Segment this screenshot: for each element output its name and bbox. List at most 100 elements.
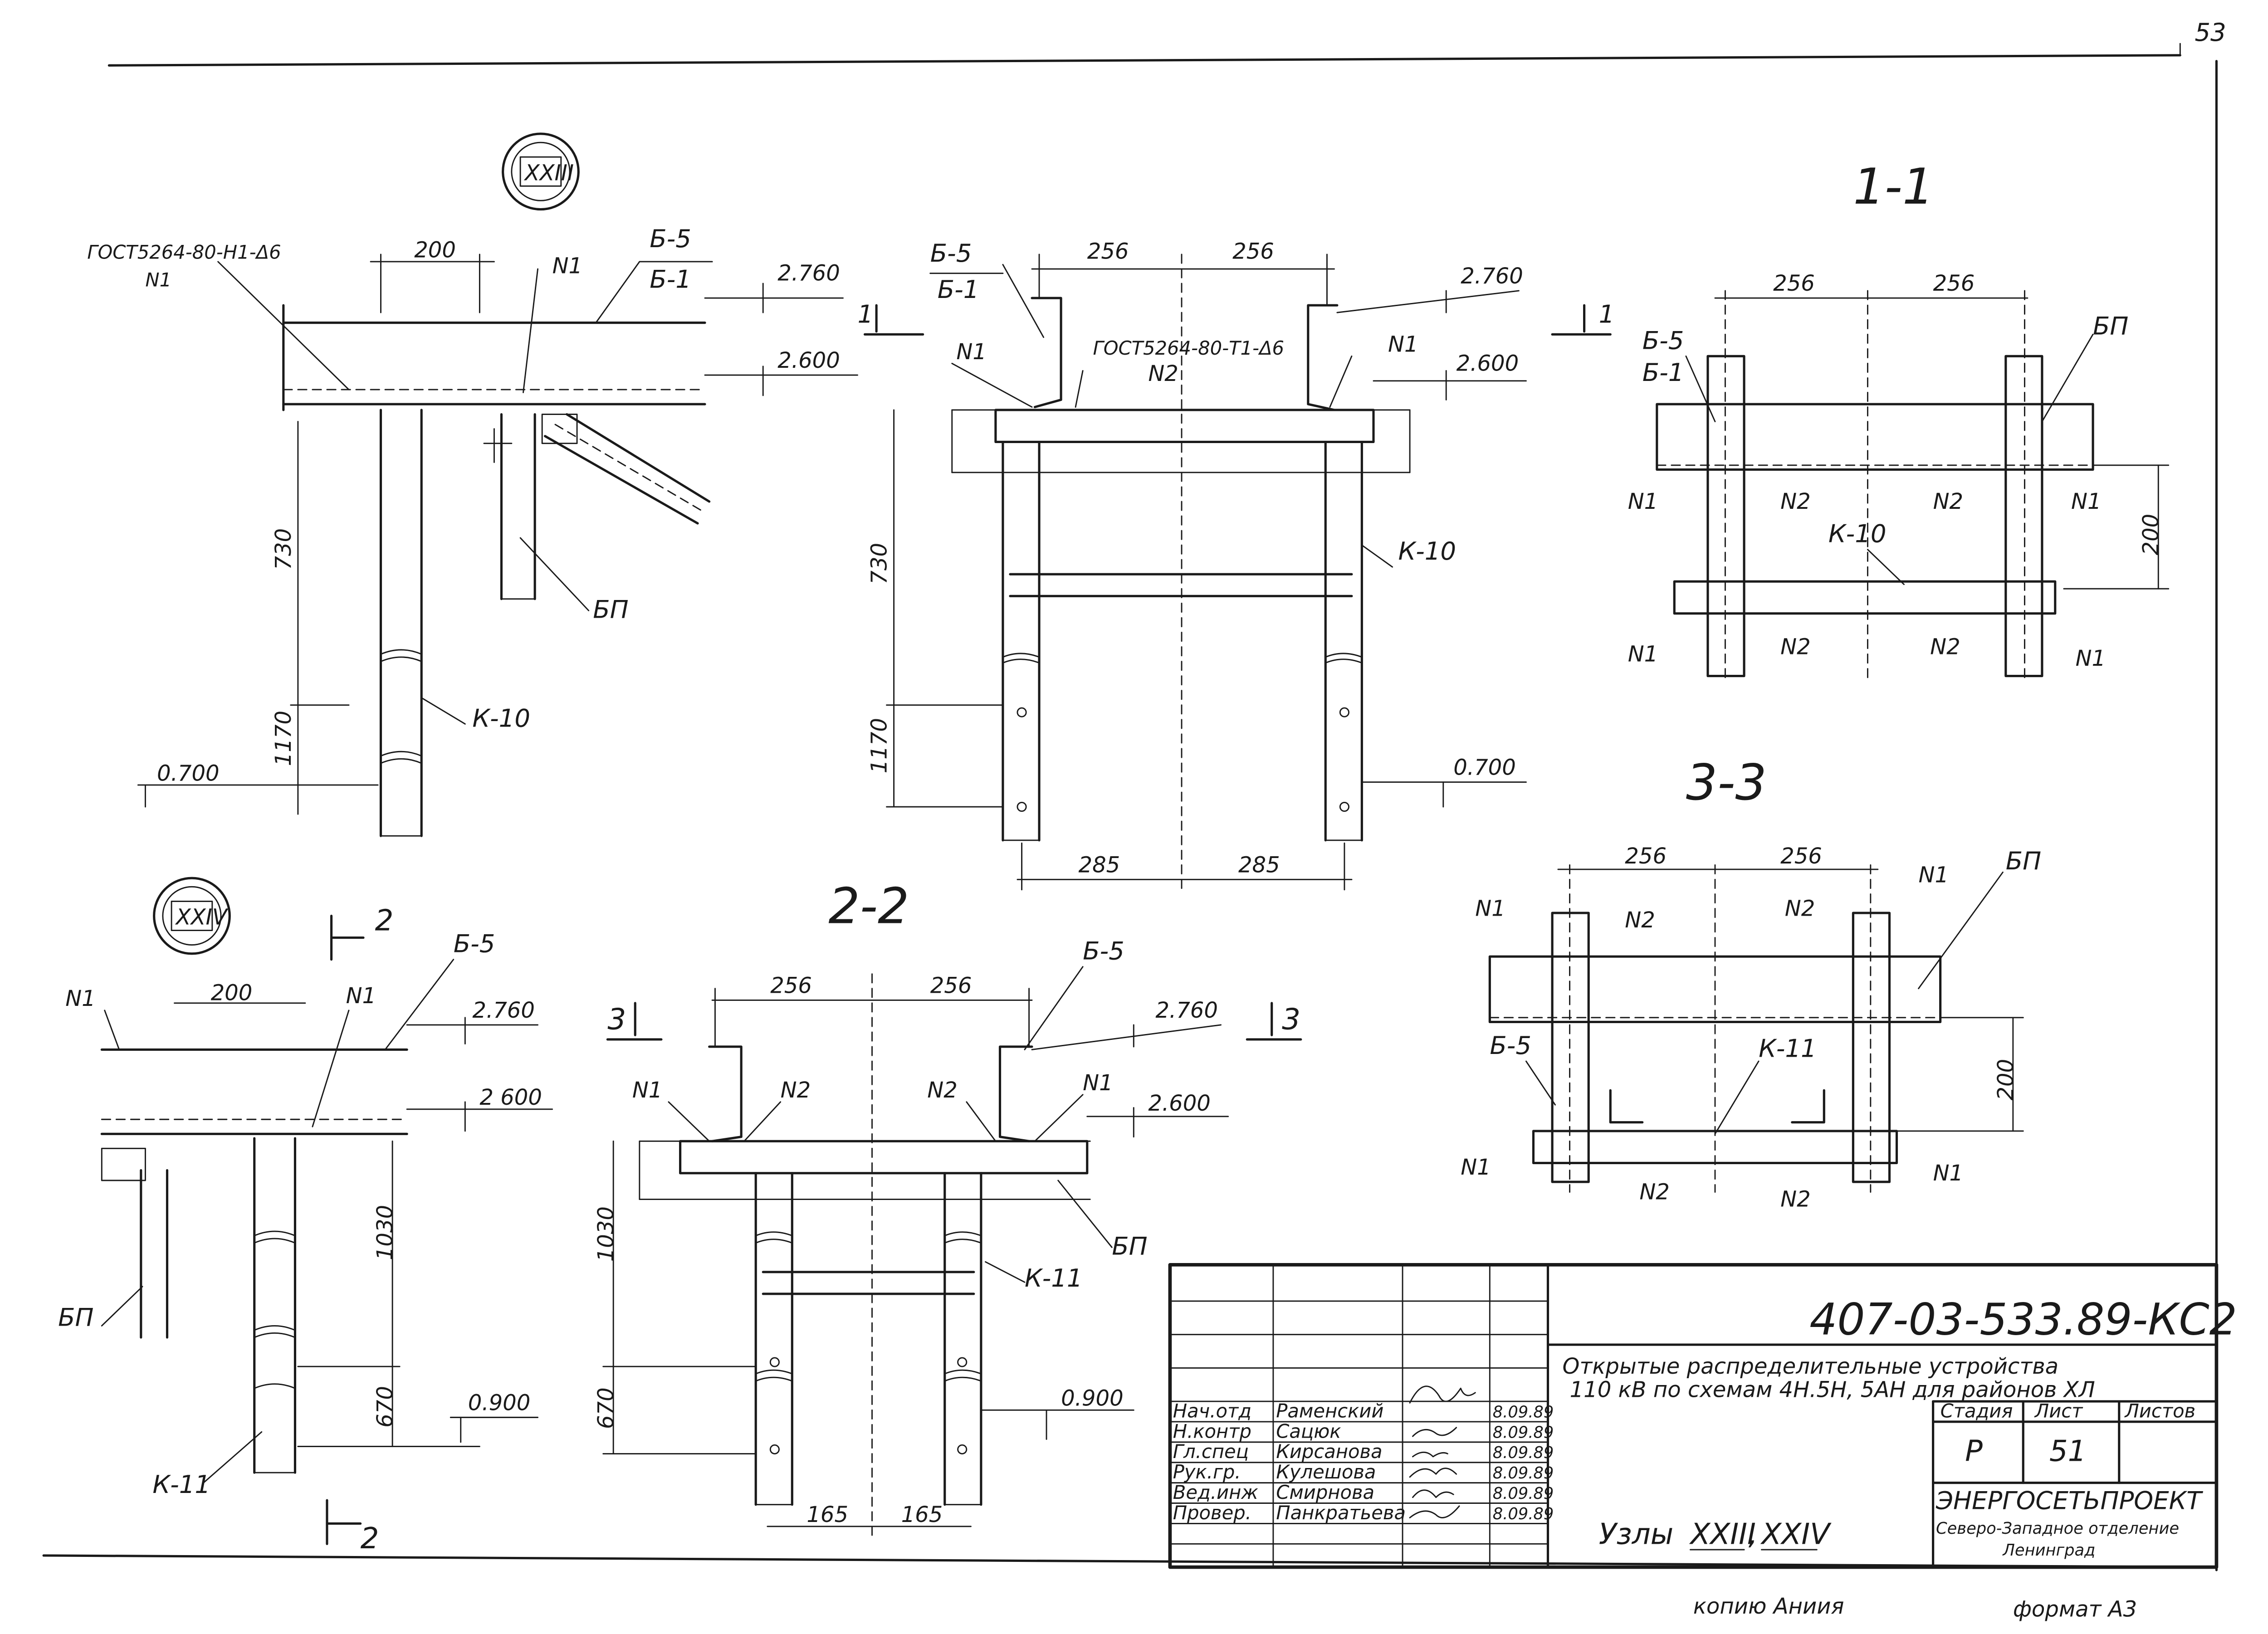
n2-plan1-a: N2 [1780,489,1811,514]
sig-name: Кулешова [1276,1461,1376,1483]
sheet-title-node-1: XXIII [1689,1517,1755,1551]
n1-plan1-b: N1 [2071,489,2102,514]
sig-date: 8.09.89 [1493,1464,1554,1483]
sig-role: Провер. [1173,1502,1251,1524]
dim-200-plan3: 200 [1993,1059,2019,1101]
b5-label-front: Б-5 [930,239,972,268]
signature-rows: Нач.отд Раменский 8.09.89 Н.контр Сацюк … [1173,1400,1554,1523]
sig-name: Панкратьева [1276,1502,1406,1524]
sig-date: 8.09.89 [1493,1403,1554,1421]
n2-plan1-c: N2 [1780,634,1811,659]
sheets-header: Листов [2124,1400,2196,1422]
section-1-1-title: 1-1 [1853,158,1934,215]
b5-label-s22: Б-5 [1083,937,1124,966]
cut-3-right: 3 [1282,1003,1300,1036]
n1-plan1-d: N1 [2076,646,2106,671]
dim-165-a: 165 [807,1502,848,1527]
n2-plan1-d: N2 [1930,634,1960,659]
n1-plan3-a: N1 [1475,896,1505,921]
n1-plan1-a: N1 [1628,489,1658,514]
elev-0700-front: 0.700 [1453,755,1516,780]
bp-label-s22: БП [1112,1231,1147,1260]
section-2-2-title: 2-2 [828,877,909,935]
dim-256-plan3-b: 256 [1780,844,1822,869]
n2-plan3-d: N2 [1780,1187,1811,1212]
b5-label-xxiv: Б-5 [454,929,495,958]
elev-2600-xxiii: 2.600 [777,348,840,373]
bp-label-xxiv: БП [58,1302,93,1332]
node-xxiv-badge: XXIV [175,905,229,930]
node-xxiii-view: XXIII 200 730 1170 2.760 [87,132,858,837]
dim-256-a: 256 [1087,239,1129,264]
bp-label-xxiii: БП [593,595,628,624]
dim-1170-xxiii: 1170 [271,711,296,766]
dim-165-b: 165 [901,1502,943,1527]
elev-2600-xxiv: 2 600 [479,1085,542,1110]
dim-256-plan1-a: 256 [1773,271,1815,296]
sig-role: Гл.спец [1173,1440,1249,1463]
sig-date: 8.09.89 [1493,1444,1554,1462]
section-3-3-title: 3-3 [1686,754,1767,811]
k10-label-plan1: К-10 [1828,519,1887,548]
b5-label-plan3: Б-5 [1490,1031,1531,1060]
elev-2760-front: 2.760 [1461,263,1523,289]
n1-plan1-c: N1 [1628,642,1658,667]
n2-s22-b: N2 [927,1078,958,1103]
k10-label-xxiii: К-10 [472,704,530,733]
sig-role: Вед.инж [1173,1481,1259,1503]
org-division: Северо-Западное отделение [1936,1519,2179,1538]
cut-2-top: 2 [375,904,394,938]
n1-label-front-b: N1 [1388,332,1418,357]
elev-2600-front: 2.600 [1457,351,1519,376]
elev-2760-xxiii: 2.760 [777,261,840,286]
sheet-title-node-2: XXIV [1760,1517,1832,1551]
dim-1030-s22: 1030 [593,1206,619,1262]
k10-label-front: К-10 [1398,537,1456,566]
dim-200-xxiv: 200 [211,980,253,1005]
elev-0900-s22: 0.900 [1061,1386,1124,1411]
b1-label-xxiii: Б-1 [650,265,691,294]
dim-256-plan1-b: 256 [1933,271,1975,296]
org-city: Ленинград [2002,1541,2095,1560]
sig-date: 8.09.89 [1493,1505,1554,1523]
dim-1170-front: 1170 [867,718,892,773]
sheet-title-sep: , [1749,1517,1758,1551]
sig-date: 8.09.89 [1493,1423,1554,1442]
stage-header: Стадия [1941,1400,2013,1422]
bp-label-plan3: БП [2006,846,2041,875]
dim-1030-xxiv: 1030 [372,1205,398,1260]
n1-plan3-b: N1 [1919,863,1949,888]
copy-note: копию Аниия [1693,1594,1844,1619]
n1-xxiv-b: N1 [346,983,376,1009]
sig-name: Смирнова [1276,1481,1374,1503]
n1-label-front-a: N1 [956,339,987,365]
dim-285-a: 285 [1079,852,1120,878]
section-front-view-top: 256 256 285 285 730 1170 2.760 2.600 0.7… [857,239,1615,895]
node-xxiii-badge: XXIII [523,160,574,185]
cut-1-right: 1 [1599,300,1615,329]
sheet-header: Лист [2034,1400,2083,1422]
sig-name: Сацюк [1276,1420,1341,1442]
sig-role: Нач.отд [1173,1400,1251,1422]
sig-date: 8.09.89 [1493,1484,1554,1503]
n1-xxiv-a: N1 [65,986,96,1011]
elev-2600-s22: 2.600 [1148,1091,1211,1116]
sig-role: Рук.гр. [1173,1461,1241,1483]
title-block: 407-03-533.89-КС2 Открытые распределител… [1168,1263,2237,1569]
sheet-title-prefix: Узлы [1599,1517,1674,1551]
b1-label-plan1: Б-1 [1642,358,1684,387]
corner-number: 53 [2195,18,2226,47]
n2-plan3-c: N2 [1639,1180,1670,1205]
elev-2760-s22: 2.760 [1155,998,1218,1023]
dim-670-xxiv: 670 [372,1386,398,1428]
dim-256-b: 256 [1232,239,1274,264]
n1-s22-a: N1 [632,1078,663,1103]
format-note: формат А3 [2013,1597,2137,1622]
n1-plan3-d: N1 [1933,1161,1964,1186]
n2-label-front: N2 [1148,361,1178,386]
dim-200-xxiii: 200 [414,237,456,263]
n2-s22-a: N2 [781,1078,811,1103]
org-name: ЭНЕРГОСЕТЬПРОЕКТ [1936,1486,2203,1515]
section-1-1-plan: 1-1 256 256 200 Б-5 Б-1 БП N1 N2 N2 N1 К… [1628,158,2170,684]
n1-label-xxiii-b: N1 [552,254,583,279]
